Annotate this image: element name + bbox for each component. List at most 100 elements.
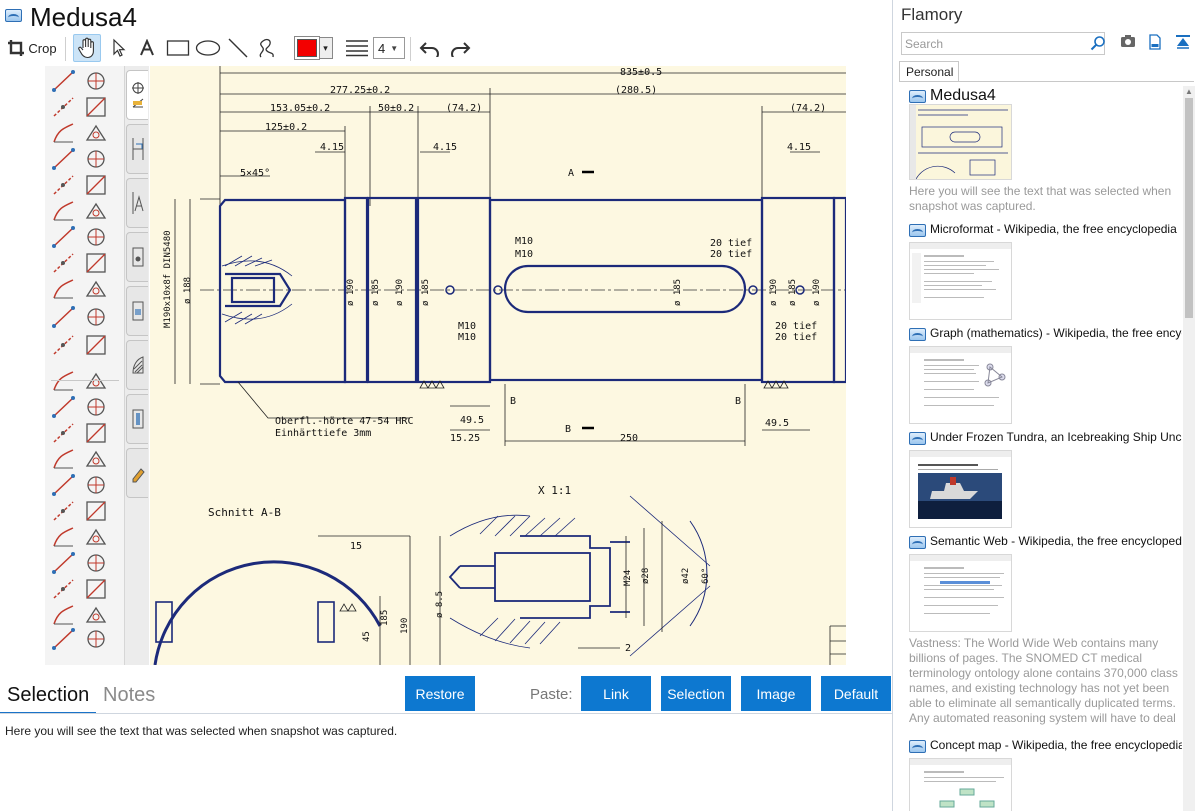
square-diagonal-icon[interactable] bbox=[83, 120, 109, 146]
arrow-circle-icon[interactable] bbox=[83, 250, 109, 276]
line-width-select[interactable]: 4 ▼ bbox=[372, 34, 406, 62]
scrollbar-thumb[interactable] bbox=[1185, 98, 1193, 318]
panel-tabs: Selection Notes bbox=[0, 672, 893, 714]
paste-selection-button[interactable]: Selection bbox=[661, 676, 731, 711]
palette-tab-layer[interactable] bbox=[126, 286, 148, 336]
color-picker[interactable]: ▾ bbox=[292, 34, 334, 62]
ellipse-tool-button[interactable] bbox=[194, 34, 222, 62]
delete-line-icon[interactable] bbox=[51, 332, 77, 358]
search-input[interactable]: Search bbox=[901, 32, 1105, 55]
chain-line-icon[interactable] bbox=[51, 120, 77, 146]
restore-button[interactable]: Restore bbox=[405, 676, 475, 711]
palette-tab-construct[interactable] bbox=[126, 70, 148, 120]
rectangle-tool-button[interactable] bbox=[164, 34, 192, 62]
split-branch-icon[interactable] bbox=[83, 576, 109, 602]
line-width-icon bbox=[346, 40, 368, 57]
rotate-circle-icon[interactable] bbox=[83, 224, 109, 250]
arc-icon[interactable] bbox=[51, 420, 77, 446]
line-tool-button[interactable] bbox=[225, 34, 251, 62]
split-icon[interactable] bbox=[83, 368, 109, 394]
join-icon[interactable] bbox=[83, 626, 109, 652]
arc-box-icon[interactable] bbox=[83, 602, 109, 628]
line-ray-icon[interactable] bbox=[51, 304, 77, 330]
snapshot-item[interactable]: Semantic Web - Wikipedia, the free encyc… bbox=[907, 534, 1183, 734]
dim-label: 15 bbox=[350, 541, 362, 552]
collapse-top-icon[interactable] bbox=[1175, 34, 1191, 50]
hill-icon[interactable] bbox=[51, 602, 77, 628]
palette-tab-text[interactable] bbox=[126, 178, 148, 228]
measure-icon[interactable] bbox=[83, 498, 109, 524]
search-icon[interactable] bbox=[1090, 35, 1106, 51]
dim-label: 153.05±0.2 bbox=[270, 103, 330, 114]
crop-button[interactable]: Crop bbox=[6, 34, 58, 62]
snapshot-item[interactable]: Concept map - Wikipedia, the free encycl… bbox=[907, 738, 1183, 811]
circle-snap-icon[interactable] bbox=[51, 68, 77, 94]
spline-icon[interactable] bbox=[51, 550, 77, 576]
dotted-line-icon[interactable] bbox=[51, 172, 77, 198]
s-curve-icon[interactable] bbox=[51, 626, 77, 652]
freehand-tool-button[interactable] bbox=[254, 34, 280, 62]
snapshot-item[interactable]: Microformat - Wikipedia, the free encycl… bbox=[907, 222, 1183, 322]
dim-label: (280.5) bbox=[615, 85, 657, 96]
tab-notes[interactable]: Notes bbox=[103, 684, 156, 706]
undo-button[interactable] bbox=[417, 34, 443, 62]
tab-selection[interactable]: Selection bbox=[7, 684, 90, 706]
text-align-icon bbox=[132, 192, 143, 214]
document-icon[interactable] bbox=[1148, 34, 1162, 50]
tangent-arc-icon[interactable] bbox=[83, 550, 109, 576]
link-circle-icon[interactable] bbox=[83, 304, 109, 330]
paste-image-button[interactable]: Image bbox=[741, 676, 811, 711]
paste-default-button[interactable]: Default bbox=[821, 676, 891, 711]
snapshot-item[interactable]: Graph (mathematics) - Wikipedia, the fre… bbox=[907, 326, 1183, 426]
mirror-icon[interactable] bbox=[51, 472, 77, 498]
curve-edit-icon[interactable] bbox=[51, 394, 77, 420]
surface-note: Oberfl.-hörte 47-54 HRC bbox=[275, 416, 413, 427]
redo-button[interactable] bbox=[447, 34, 473, 62]
chevron-down-icon: ▾ bbox=[319, 37, 333, 59]
corner-icon[interactable] bbox=[83, 446, 109, 472]
snapshot-thumbnail bbox=[909, 758, 1012, 811]
palette-tab-hatch[interactable] bbox=[126, 340, 148, 390]
line-offset-icon[interactable] bbox=[51, 250, 77, 276]
palette-tab-symbol[interactable] bbox=[126, 232, 148, 282]
rotate-icon[interactable] bbox=[51, 576, 77, 602]
feed-scrollbar[interactable]: ▲ bbox=[1183, 86, 1195, 811]
pan-tool-button[interactable] bbox=[73, 34, 101, 62]
line-extend-icon[interactable] bbox=[51, 276, 77, 302]
offset-arrow-icon[interactable] bbox=[83, 420, 109, 446]
paste-link-button[interactable]: Link bbox=[581, 676, 651, 711]
circle-tangent-icon[interactable] bbox=[83, 198, 109, 224]
dashed-arc-icon[interactable] bbox=[51, 446, 77, 472]
box-arrow-icon[interactable] bbox=[83, 276, 109, 302]
line-angle-icon[interactable] bbox=[51, 198, 77, 224]
trim-icon[interactable] bbox=[51, 368, 77, 394]
palette-tab-edit[interactable] bbox=[126, 448, 148, 498]
text-tool-button[interactable] bbox=[135, 34, 159, 62]
crop-icon bbox=[8, 40, 25, 56]
step-icon[interactable] bbox=[83, 394, 109, 420]
bezier-icon[interactable] bbox=[51, 498, 77, 524]
break-icon[interactable] bbox=[83, 472, 109, 498]
circle-x-icon[interactable] bbox=[51, 524, 77, 550]
drag-icon[interactable] bbox=[83, 524, 109, 550]
palette-tab-part[interactable] bbox=[126, 394, 148, 444]
thread-spec-label: M190x10x8f DIN5480 bbox=[163, 230, 173, 328]
snapshot-item[interactable]: Medusa4 Here you will see the text that … bbox=[907, 87, 1183, 218]
dashed-line-icon[interactable] bbox=[51, 146, 77, 172]
select-tool-button[interactable] bbox=[107, 34, 131, 62]
circle-cross-icon[interactable] bbox=[83, 146, 109, 172]
line-point-icon[interactable] bbox=[51, 94, 77, 120]
fillet-icon[interactable] bbox=[83, 332, 109, 358]
camera-icon[interactable] bbox=[1120, 34, 1136, 48]
scroll-up-icon[interactable]: ▲ bbox=[1185, 87, 1193, 96]
line-width-icon-button[interactable] bbox=[343, 34, 371, 62]
circle-center-icon[interactable] bbox=[83, 94, 109, 120]
palette-tab-dimension[interactable] bbox=[126, 124, 148, 174]
star-point-icon[interactable] bbox=[83, 68, 109, 94]
tab-personal[interactable]: Personal bbox=[899, 61, 959, 82]
line-segment-icon[interactable] bbox=[51, 224, 77, 250]
drawing-canvas[interactable]: 835±0.5 277.25±0.2 (280.5) 153.05±0.2 50… bbox=[150, 66, 846, 665]
hexagon-icon[interactable] bbox=[83, 172, 109, 198]
snapshot-item[interactable]: Under Frozen Tundra, an Icebreaking Ship… bbox=[907, 430, 1183, 530]
section-marker-label: B bbox=[510, 396, 516, 407]
